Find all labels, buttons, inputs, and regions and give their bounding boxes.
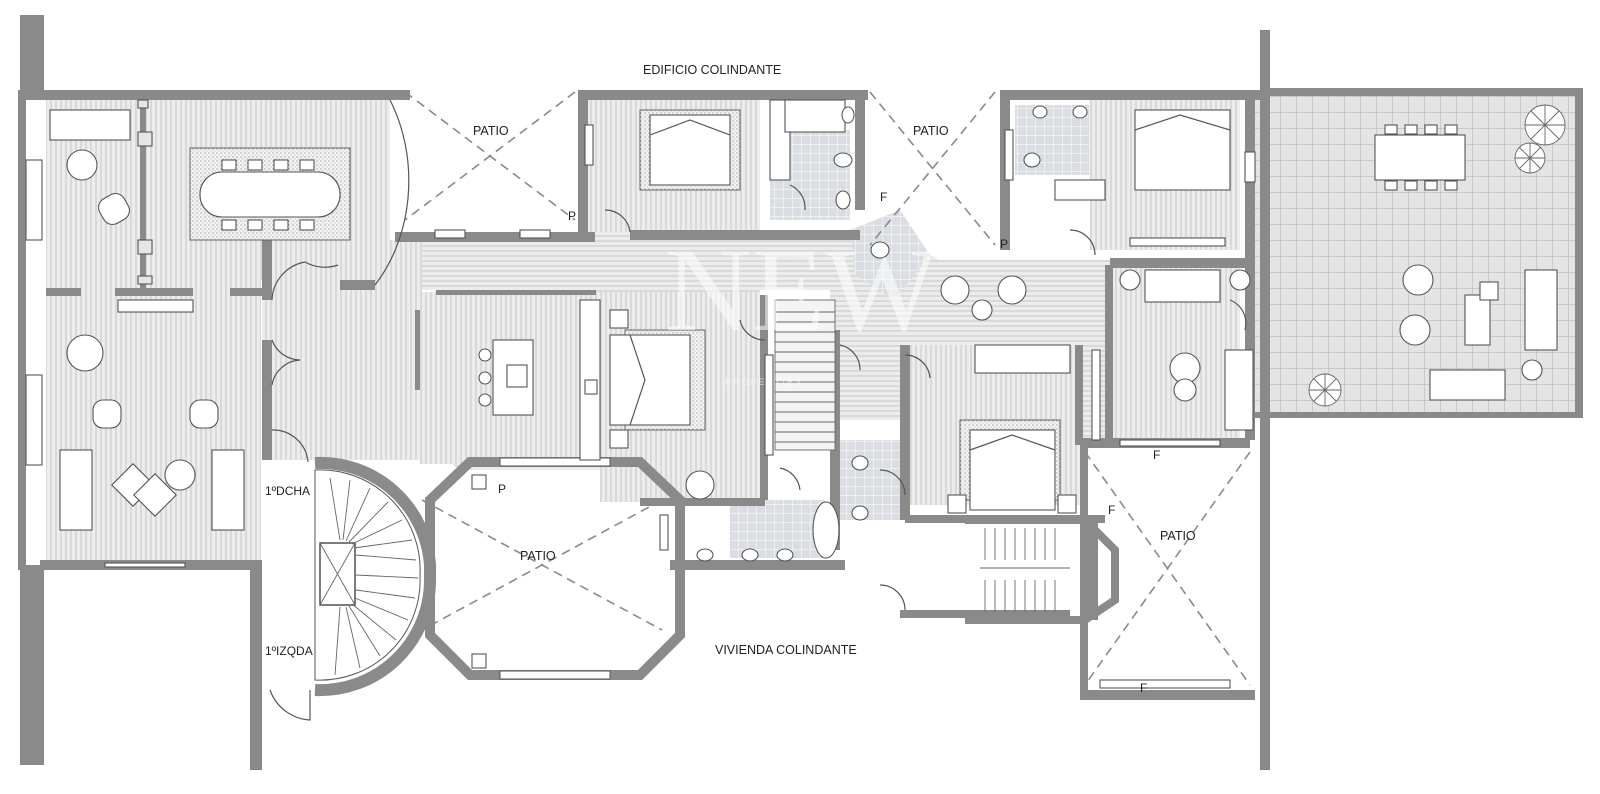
bed-icon xyxy=(969,429,1056,511)
toilet-icon xyxy=(833,152,853,168)
stairwell-right xyxy=(965,516,1119,624)
toilet-icon xyxy=(851,505,869,521)
sink-icon xyxy=(851,455,869,471)
toilet-icon xyxy=(696,548,714,562)
label-patio-top-right: PATIO xyxy=(913,124,949,138)
sofa-icon xyxy=(1224,349,1254,431)
entrance-floor xyxy=(262,240,422,460)
marker-p: P xyxy=(1000,237,1008,251)
marker-f: F xyxy=(1153,448,1160,462)
armchair-icon xyxy=(997,275,1027,305)
bed-icon xyxy=(649,114,731,186)
sofa-icon xyxy=(59,449,93,531)
marker-f: F xyxy=(1108,503,1115,517)
sink-icon xyxy=(741,548,759,562)
stairwell-left xyxy=(314,456,437,697)
plant-icon xyxy=(1308,373,1342,407)
patio-top-left xyxy=(404,91,576,221)
label-patio-top-left: PATIO xyxy=(473,124,509,138)
armchair-icon xyxy=(189,399,219,429)
armchair-icon xyxy=(1402,264,1434,296)
patio-center xyxy=(421,499,663,631)
sink-icon xyxy=(776,548,794,562)
label-first-left: 1ºIZQDA xyxy=(265,644,313,658)
sink-icon xyxy=(1072,105,1088,119)
plant-icon xyxy=(1524,104,1566,146)
armchair-icon xyxy=(940,275,970,305)
sofa-icon xyxy=(1144,269,1221,303)
bathroom-4-floor xyxy=(840,440,905,520)
bathtub-icon xyxy=(812,501,840,559)
watermark-subtext: PROPERTIES xyxy=(725,377,803,387)
marker-p: P xyxy=(498,482,506,496)
sofa-icon xyxy=(49,109,131,141)
side-table-icon xyxy=(66,149,98,181)
sofa-icon xyxy=(1429,369,1506,401)
column-icon xyxy=(137,131,153,147)
doors xyxy=(269,99,1247,721)
sink-icon xyxy=(1032,105,1048,119)
coffee-table-icon xyxy=(1464,294,1491,346)
dining-table-icon xyxy=(199,171,341,218)
stairs-small xyxy=(1054,179,1106,201)
inner-stairs xyxy=(774,299,836,451)
plant-icon xyxy=(1514,142,1546,174)
windows xyxy=(25,124,1231,689)
armchair-icon xyxy=(97,192,131,226)
outdoor-table-icon xyxy=(1374,134,1466,181)
fixtures xyxy=(117,99,487,669)
furniture xyxy=(49,99,1566,562)
wardrobe-icon xyxy=(974,344,1071,374)
bathroom-5-floor xyxy=(850,210,930,300)
toilet-icon xyxy=(870,241,890,259)
label-patio-right: PATIO xyxy=(1160,529,1196,543)
bathroom-3-floor xyxy=(730,500,825,558)
marker-f: F xyxy=(880,190,887,204)
bed-icon xyxy=(1134,109,1231,191)
sofa-icon xyxy=(1524,269,1558,351)
armchair-icon xyxy=(685,470,715,500)
toilet-icon xyxy=(1023,152,1041,168)
label-first-right: 1ºDCHA xyxy=(265,484,310,498)
sink-icon xyxy=(835,190,851,210)
patio-right xyxy=(1084,451,1251,686)
watermark-logo: NEW PROPERTIES xyxy=(665,223,939,387)
label-patio-center: PATIO xyxy=(520,549,556,563)
label-adjacent-building: EDIFICIO COLINDANTE xyxy=(643,63,781,77)
label-adjacent-dwelling: VIVIENDA COLINDANTE xyxy=(715,643,857,657)
marker-p: P xyxy=(568,209,576,223)
labels: EDIFICIO COLINDANTE PATIO PATIO PATIO PA… xyxy=(265,63,1196,695)
patio-top-right xyxy=(869,91,996,246)
round-table-icon xyxy=(66,334,104,372)
armchair-icon xyxy=(1399,314,1431,346)
column-icon xyxy=(137,239,153,255)
watermark-text: NEW xyxy=(665,223,939,356)
armchair-icon xyxy=(92,399,122,429)
sofa-icon xyxy=(211,449,245,531)
patios xyxy=(404,91,1251,686)
marker-f: F xyxy=(1140,681,1147,695)
bed-icon xyxy=(609,334,691,426)
